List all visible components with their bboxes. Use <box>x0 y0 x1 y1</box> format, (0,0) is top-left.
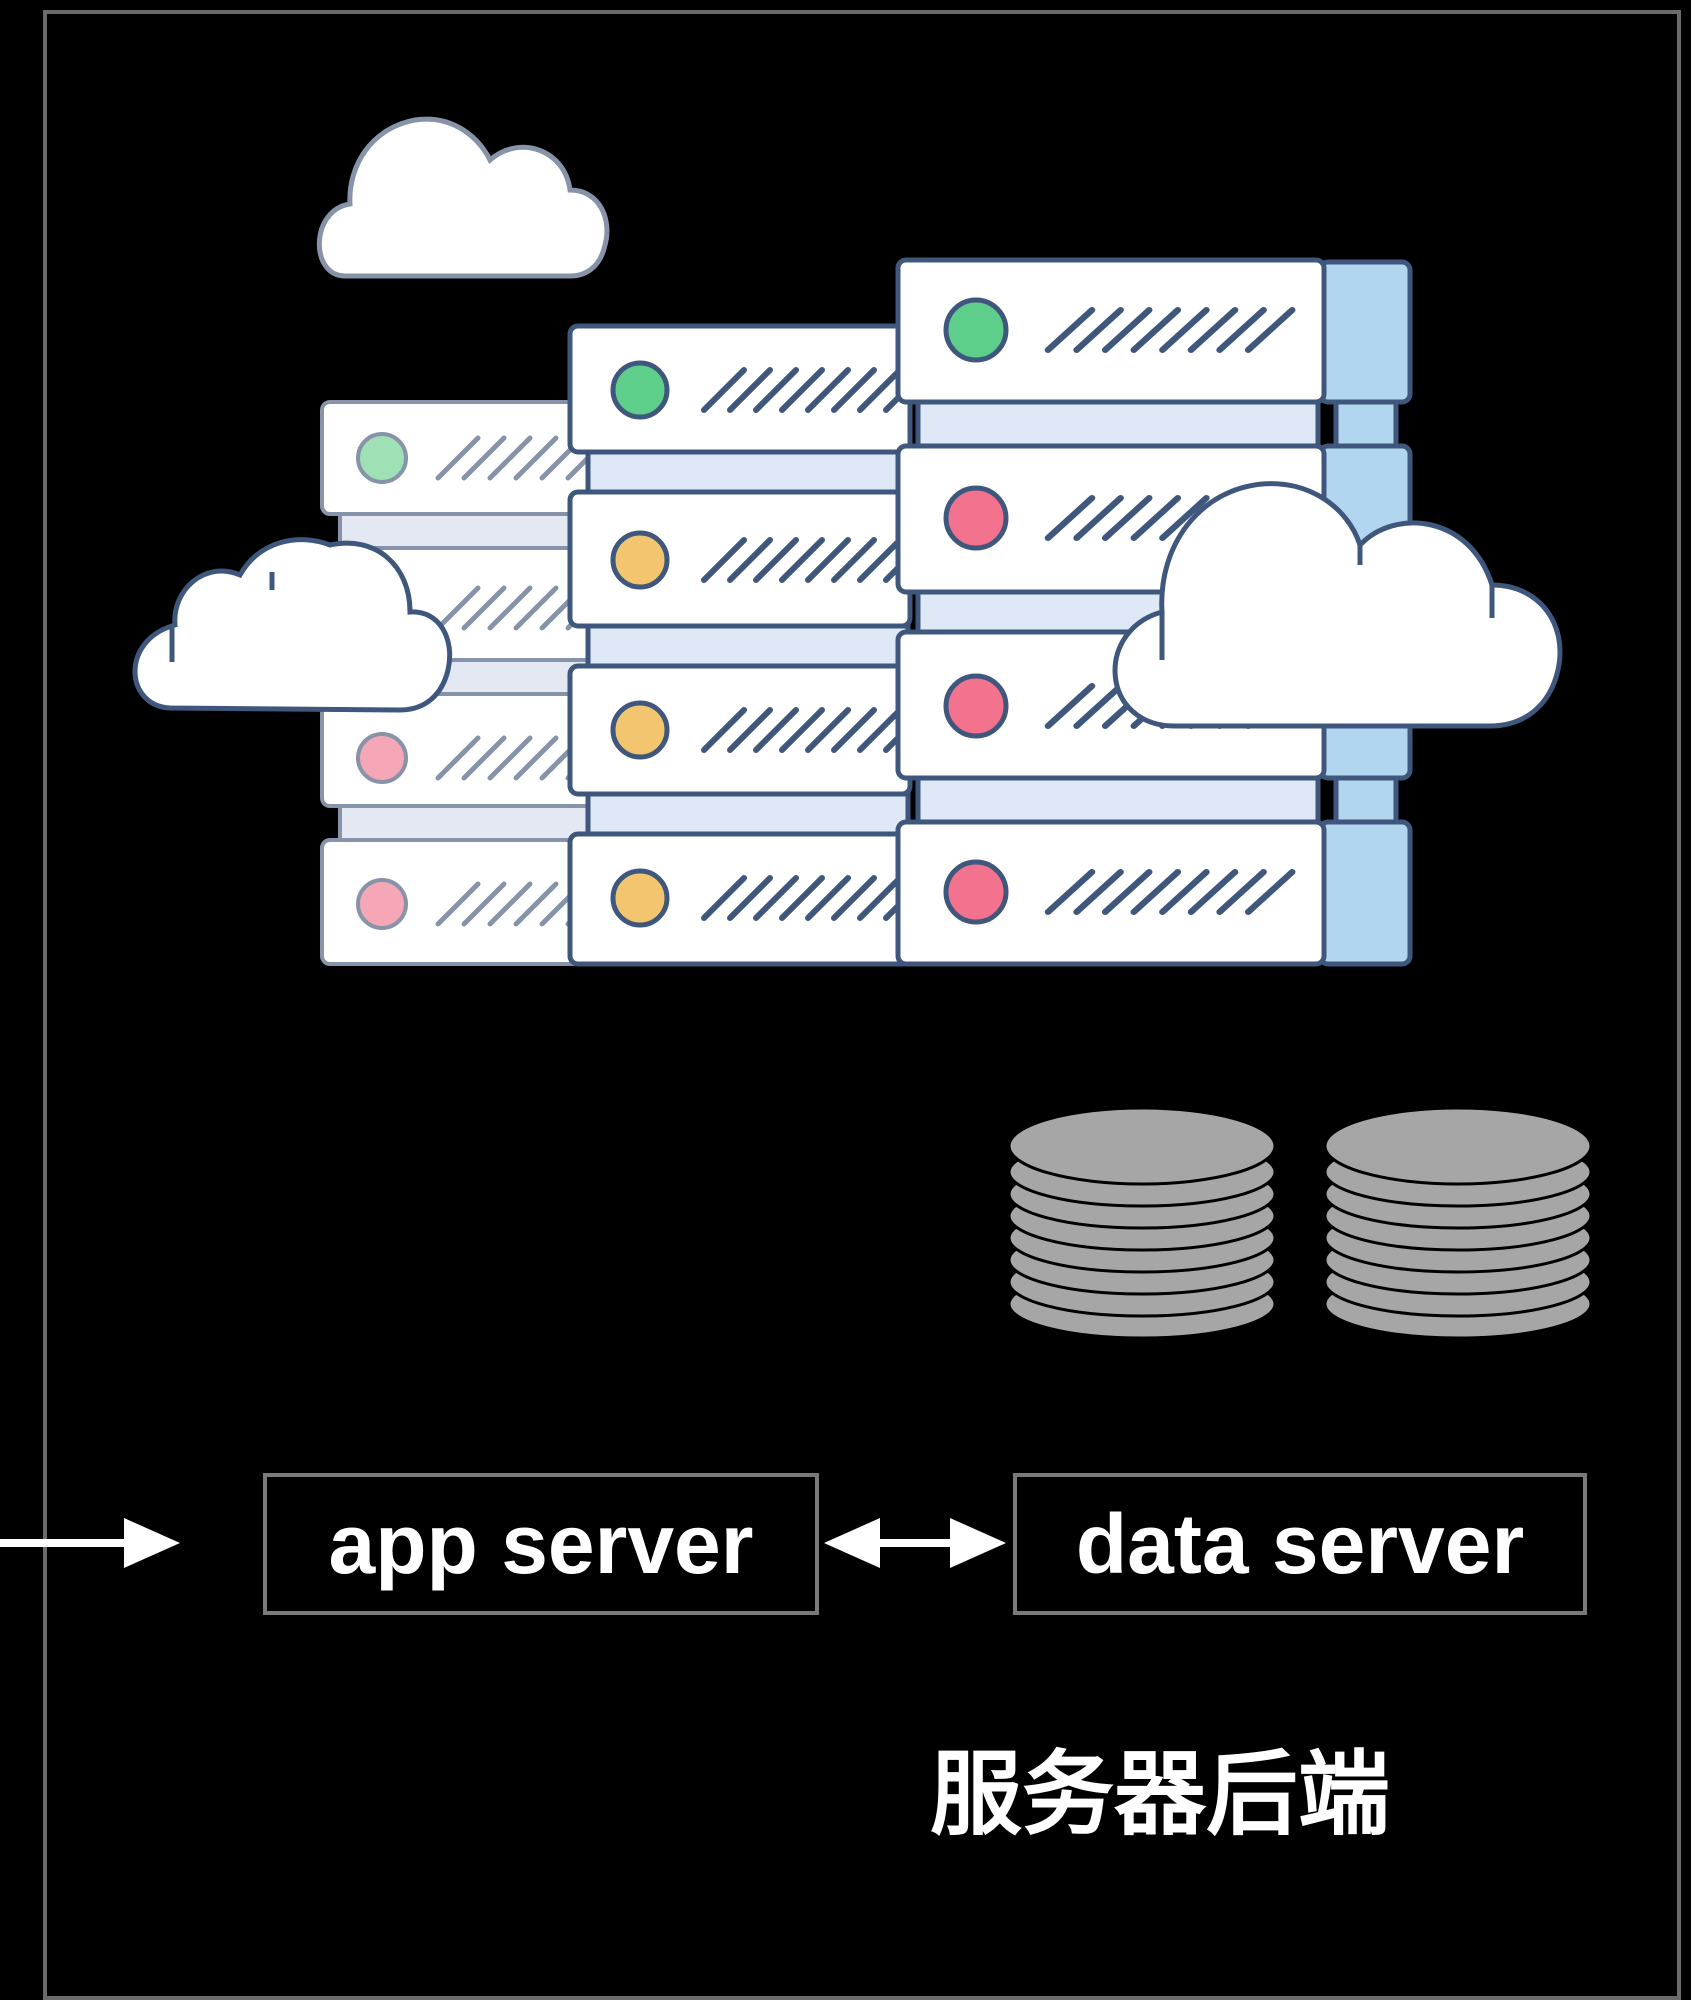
server-rack-icon <box>567 323 926 967</box>
cloud-icon <box>132 537 453 713</box>
app-server-label: app server <box>328 1497 754 1591</box>
right-arrow-icon <box>0 1518 180 1568</box>
cloud-detail <box>169 572 275 662</box>
app-server-box: app server <box>263 1473 819 1615</box>
server-rack-icon <box>895 257 1413 967</box>
cloud-detail <box>1159 545 1495 660</box>
backend-caption: 服务器后端 <box>929 1741 1390 1848</box>
cloud-icon <box>316 116 610 279</box>
cloud-icon <box>1112 481 1563 729</box>
data-server-box: data server <box>1013 1473 1587 1615</box>
database-icon <box>1007 1106 1277 1340</box>
bidirectional-arrow-icon <box>824 1518 1006 1568</box>
database-icon <box>1323 1106 1593 1340</box>
data-server-label: data server <box>1075 1497 1525 1591</box>
